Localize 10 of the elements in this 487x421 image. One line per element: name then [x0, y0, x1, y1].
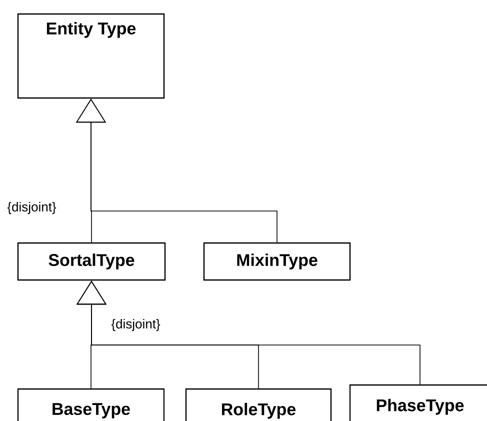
class-box: BaseType — [17, 388, 165, 421]
class-box: MixinType — [203, 242, 351, 281]
generalization-arrow — [76, 280, 420, 385]
class-box: SortalType — [17, 242, 166, 281]
generalization-arrow — [76, 98, 278, 243]
class-box: Entity Type — [17, 13, 165, 99]
class-box: PhaseType — [349, 384, 487, 421]
constraint-label: {disjoint} — [7, 202, 56, 214]
class-box: RoleType — [185, 388, 332, 421]
constraint-label: {disjoint} — [111, 318, 160, 332]
